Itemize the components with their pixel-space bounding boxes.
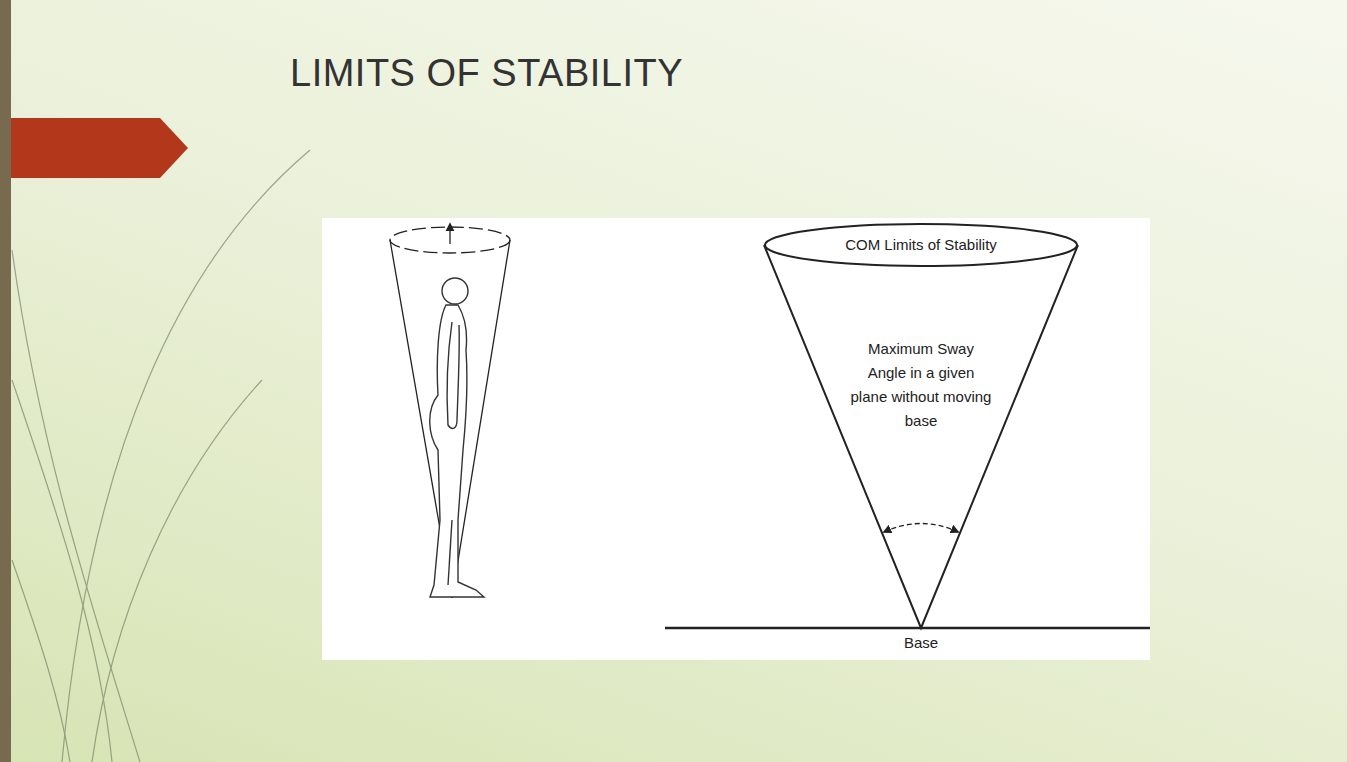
decor-curves (12, 150, 310, 762)
person-figure (430, 278, 484, 597)
cone-note: Maximum Sway Angle in a given plane with… (850, 337, 992, 433)
stability-cone-outline (764, 245, 1078, 628)
side-bar (0, 0, 11, 762)
title-arrow (11, 118, 188, 178)
ellipse-label: COM Limits of Stability (845, 236, 997, 254)
com-ellipse: COM Limits of Stability (764, 223, 1078, 267)
stability-cone: Maximum Sway Angle in a given plane with… (764, 245, 1078, 628)
sway-angle-arc (884, 524, 958, 533)
base-line (665, 627, 1150, 630)
slide-title: LIMITS OF STABILITY (290, 52, 683, 95)
base-label: Base (871, 634, 971, 651)
image-panel (322, 218, 1150, 660)
person-cone (390, 224, 510, 598)
